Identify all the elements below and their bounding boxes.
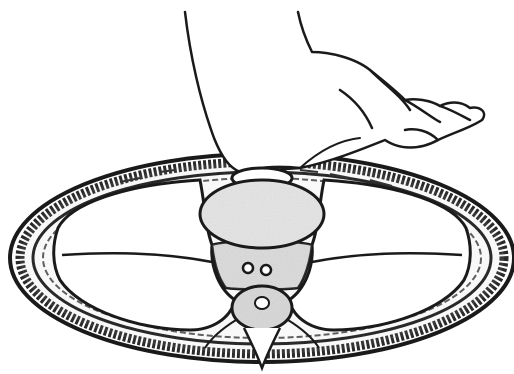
heart [200,180,324,248]
hand-illustration [185,12,484,172]
